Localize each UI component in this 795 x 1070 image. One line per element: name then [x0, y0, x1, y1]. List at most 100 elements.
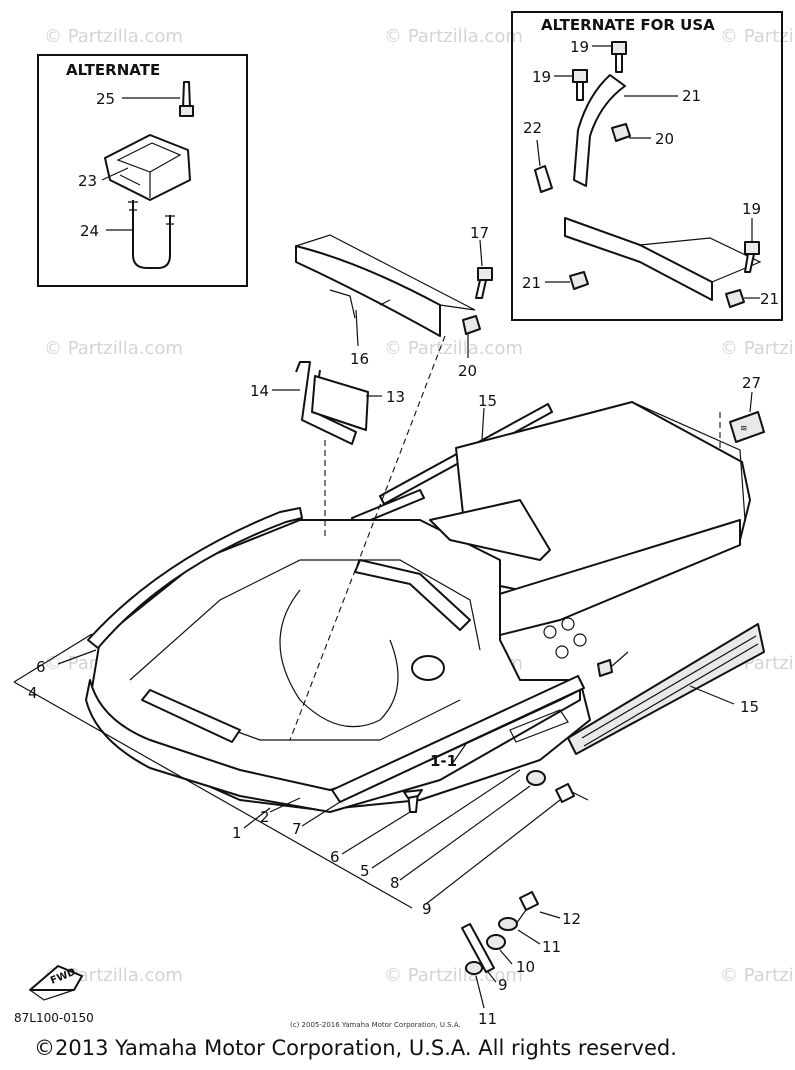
fastener-group — [403, 770, 589, 813]
hole — [555, 645, 569, 659]
washer-part-11 — [465, 961, 483, 975]
callout-3-prefix: 6 — [36, 658, 46, 676]
alternate-usa-box: ALTERNATE FOR USA 19 19 21 20 22 — [511, 11, 783, 321]
callout-21: 21 — [760, 290, 779, 308]
rivet — [597, 659, 613, 677]
watermark: © Partzilla.com — [720, 26, 795, 47]
callout-26: 25 — [96, 90, 115, 108]
leader-line — [425, 799, 561, 905]
push-rivet-head — [403, 789, 423, 799]
pad-part-23 — [534, 165, 553, 193]
callout-7: 8 — [390, 874, 400, 892]
bolt-part-8 — [555, 783, 575, 803]
u-bolt-part-25 — [132, 200, 171, 269]
seat-top-edge — [295, 234, 476, 311]
callout-16: 15 — [478, 392, 497, 410]
callout-25: 24 — [80, 222, 99, 240]
callout-15: 15 — [740, 698, 759, 716]
rail-part — [564, 217, 713, 301]
leader-line — [499, 949, 513, 965]
bolt-shank — [571, 791, 589, 801]
callout-19: 19 — [742, 200, 761, 218]
right-rail — [331, 675, 585, 803]
watermark: © Partzilla.com — [384, 338, 523, 359]
bracket-detail — [116, 142, 182, 198]
bolt-part-19 — [615, 53, 623, 73]
callout-21: 20 — [655, 130, 674, 148]
callout-3: 4 — [28, 684, 38, 702]
seat-assembly: 16 17 20 — [295, 224, 493, 380]
small-parts-group: 12 11 10 9 11 — [461, 891, 581, 1028]
nut-part-21 — [569, 271, 589, 290]
bolt-part-26 — [182, 81, 191, 109]
callout-5: 6 — [330, 848, 340, 866]
copyright-notice: ©2013 Yamaha Motor Corporation, U.S.A. A… — [34, 1036, 677, 1060]
leader-line — [399, 785, 531, 881]
leader-line — [355, 309, 359, 347]
bolt-part-19 — [576, 81, 584, 101]
callout-17: 16 — [350, 350, 369, 368]
leader-line — [536, 139, 541, 167]
bolt-head-part-19 — [611, 41, 627, 55]
bracket-part-24 — [104, 134, 191, 201]
label-assembly: ≋ 27 — [719, 374, 765, 500]
callout-18: 17 — [470, 224, 489, 242]
watermark: © Partzilla.com — [720, 338, 795, 359]
alternate-usa-box-title: ALTERNATE FOR USA — [541, 16, 715, 34]
front-bumper — [85, 679, 581, 813]
rivet-pin — [611, 651, 629, 667]
rail-edge — [639, 237, 762, 283]
callout-13: 13 — [386, 388, 405, 406]
callout-2: 2 — [260, 808, 270, 826]
engine-mount — [429, 499, 551, 561]
leader-line — [749, 391, 753, 413]
baseline-leader — [13, 633, 93, 683]
fwd-arrow — [29, 965, 83, 991]
screw-shank — [515, 909, 527, 925]
nut-part-20 — [462, 315, 481, 335]
watermark: © Partzilla.com — [44, 26, 183, 47]
watermark: © Partzilla.com — [44, 338, 183, 359]
callout-1: 1 — [232, 824, 242, 842]
assembly-leaders: 6 4 1 2 7 6 5 8 9 1-1 — [13, 633, 561, 918]
callout-22: 21 — [682, 87, 701, 105]
leader-line — [243, 807, 271, 829]
forward-indicator: FWD — [29, 965, 83, 1001]
seat-detail — [329, 289, 391, 319]
leader-line — [301, 801, 341, 827]
leader-line — [539, 911, 561, 919]
callout-19: 19 — [570, 38, 589, 56]
leader-line — [689, 685, 735, 705]
callout-14: 14 — [250, 382, 269, 400]
callout-4: 5 — [360, 862, 370, 880]
nut-part-21 — [725, 289, 745, 308]
collar-part-10 — [486, 934, 506, 950]
bolt-head-part-26 — [179, 105, 194, 117]
bolt-head-part-18 — [477, 267, 493, 281]
hole — [543, 625, 557, 639]
callout-21: 21 — [522, 274, 541, 292]
cockpit-inner-edge — [129, 559, 481, 681]
alternate-usa-box-border — [511, 11, 783, 321]
leader-line — [517, 929, 541, 945]
leader-line — [341, 811, 411, 855]
baseline-leader — [13, 681, 413, 909]
callout-20: 20 — [458, 362, 477, 380]
pad-part-13 — [311, 375, 369, 431]
callout-11: 11 — [478, 1010, 497, 1028]
callout-10: 10 — [516, 958, 535, 976]
alternate-box: ALTERNATE 25 23 24 — [37, 54, 248, 287]
cross-tube — [141, 689, 241, 743]
lower-cowl — [509, 709, 569, 743]
callout-24: 23 — [78, 172, 97, 190]
leader-line — [269, 797, 301, 813]
label-part-27 — [729, 411, 765, 443]
leader-line — [451, 743, 467, 765]
leader-line — [479, 239, 483, 267]
fwd-arrow-edge — [29, 989, 75, 1001]
plate-part-9 — [461, 923, 495, 973]
alternate-box-border — [37, 54, 248, 287]
left-rail — [87, 507, 303, 649]
rear-deck-edge — [631, 401, 746, 521]
